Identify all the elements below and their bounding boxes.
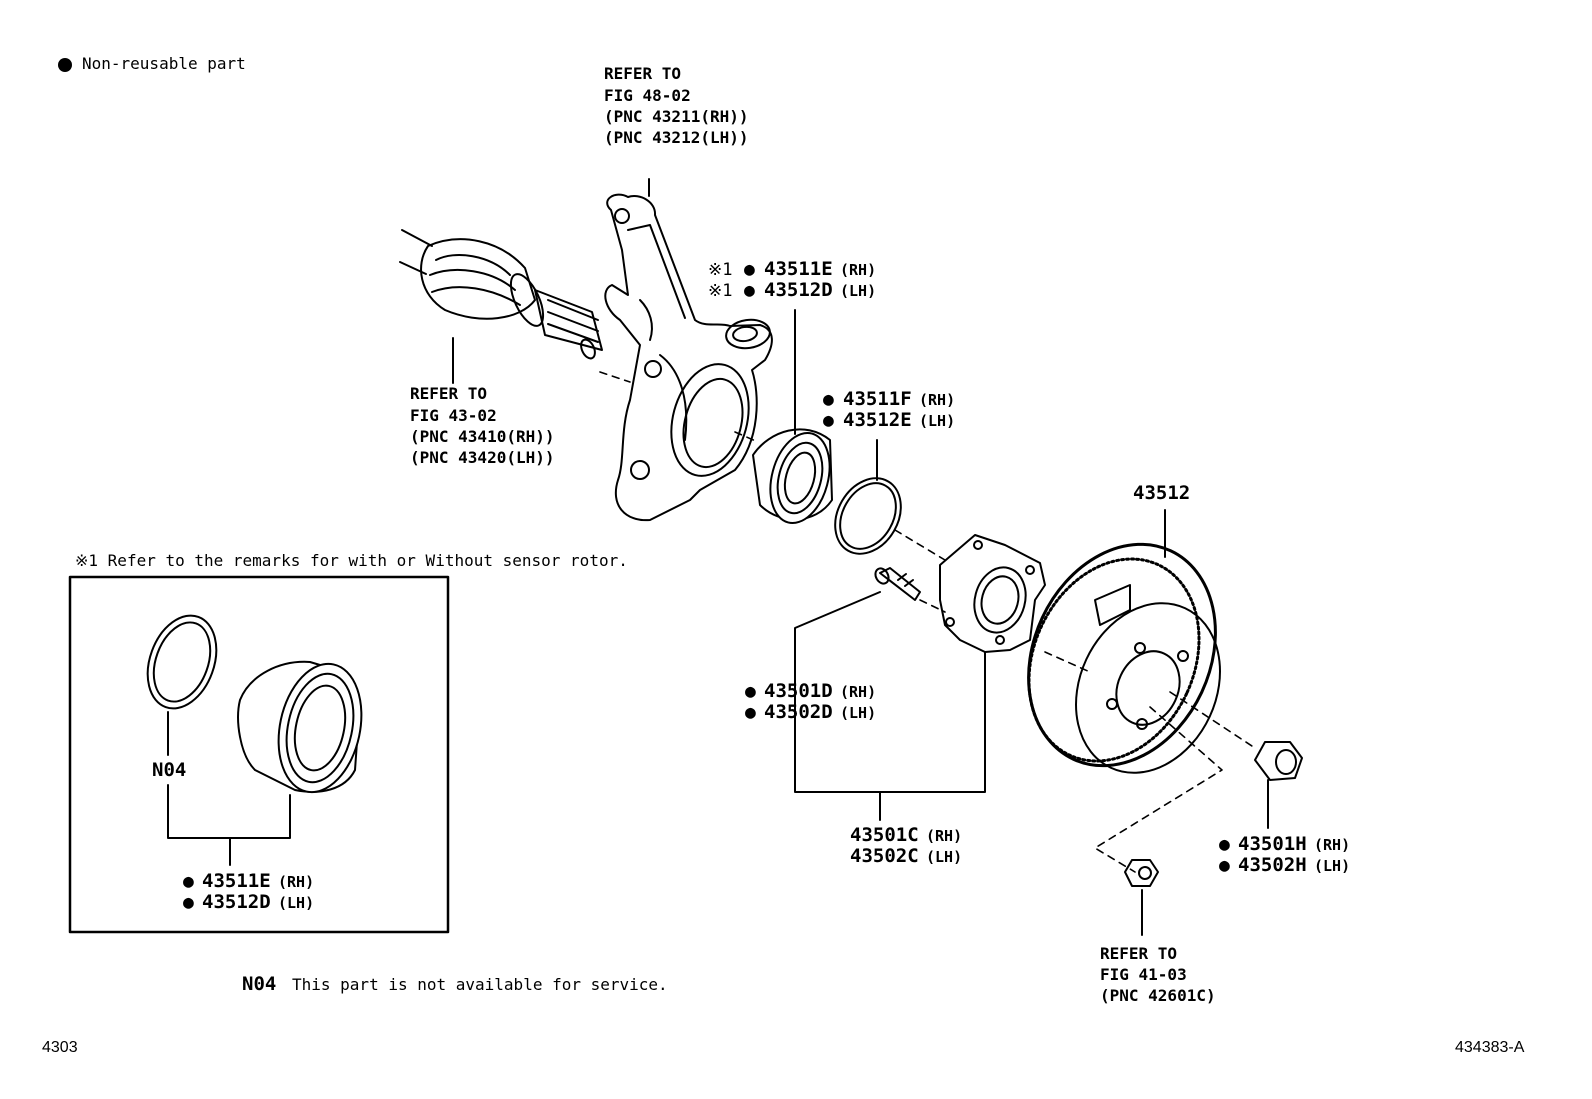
non-reusable-dot-icon: ●	[745, 681, 756, 702]
non-reusable-dot-icon: ●	[183, 871, 194, 892]
shaft-ref-line-3: (PNC 43410(RH))	[410, 427, 555, 446]
disc-part-number: 43512	[1133, 482, 1191, 504]
nut-ref-line-3: (PNC 42601C)	[1100, 986, 1216, 1005]
knuckle-ref-line-1: REFER TO	[604, 64, 682, 83]
brake-disc-illustration	[1027, 509, 1221, 774]
n04-note-text: This part is not available for service.	[292, 975, 668, 994]
part-number: 43511F	[843, 388, 912, 410]
figure-number: 4303	[42, 1039, 78, 1056]
knuckle-ref-line-2: FIG 48-02	[604, 86, 691, 105]
axle-hub-illustration	[939, 534, 1046, 653]
inset-box	[68, 575, 450, 934]
side-label: (LH)	[840, 704, 877, 722]
part-number: 43502H	[1238, 854, 1307, 876]
side-label: (LH)	[926, 848, 963, 866]
shaft-ref-line-2: FIG 43-02	[410, 406, 497, 425]
nut-ref-line-1: REFER TO	[1100, 944, 1178, 963]
hub-bolt-illustration	[874, 567, 921, 601]
part-number: 43501D	[764, 680, 833, 702]
side-label: (RH)	[278, 873, 315, 891]
non-reusable-dot-icon: ●	[183, 892, 194, 913]
n04-note-code: N04	[242, 973, 277, 995]
side-label: (RH)	[840, 683, 877, 701]
part-number: 43502D	[764, 701, 833, 723]
hub-nut-illustration	[1254, 741, 1303, 829]
knuckle-ref-line-4: (PNC 43212(LH))	[604, 128, 749, 147]
side-label: (LH)	[1314, 857, 1351, 875]
side-label: (LH)	[919, 412, 956, 430]
steering-knuckle-illustration	[604, 178, 773, 522]
side-label: (LH)	[840, 282, 877, 300]
non-reusable-dot-icon: ●	[823, 389, 834, 410]
shaft-ref-line-4: (PNC 43420(LH))	[410, 448, 555, 467]
snap-ring-illustration	[834, 439, 902, 555]
non-reusable-dot-icon: ●	[744, 280, 755, 301]
non-reusable-dot-icon: ●	[745, 702, 756, 723]
part-number: 43512E	[843, 409, 912, 431]
non-reusable-dot-icon: ●	[1219, 834, 1230, 855]
side-label: (RH)	[840, 261, 877, 279]
part-number: 43501H	[1238, 833, 1307, 855]
side-label: (LH)	[278, 894, 315, 912]
remark-mark: ※1	[708, 260, 733, 280]
non-reusable-dot-icon: ●	[1219, 855, 1230, 876]
side-label: (RH)	[919, 391, 956, 409]
remark-text: ※1 Refer to the remarks for with or With…	[75, 551, 628, 570]
assembly-axis-lines	[599, 371, 1256, 873]
part-number: 43512D	[764, 279, 833, 301]
knuckle-ref-line-3: (PNC 43211(RH))	[604, 107, 749, 126]
non-reusable-dot-icon: ●	[823, 410, 834, 431]
illustration-id: 434383-A	[1455, 1039, 1525, 1056]
part-number: 43511E	[764, 258, 833, 280]
legend-text: Non-reusable part	[82, 54, 246, 73]
side-label: (RH)	[926, 827, 963, 845]
drive-shaft-illustration	[399, 229, 603, 384]
shaft-ref-line-1: REFER TO	[410, 384, 488, 403]
part-number: 43502C	[850, 845, 919, 867]
wheel-bearing-illustration	[752, 309, 833, 525]
non-reusable-dot-icon: ●	[744, 259, 755, 280]
leader-lines	[794, 591, 986, 821]
part-number: 43512D	[202, 891, 271, 913]
wheel-nut-illustration	[1124, 859, 1159, 936]
legend-dot-icon	[58, 58, 72, 72]
part-number: 43511E	[202, 870, 271, 892]
inset-n04-code: N04	[152, 759, 187, 781]
remark-mark: ※1	[708, 281, 733, 301]
side-label: (RH)	[1314, 836, 1351, 854]
part-number: 43501C	[850, 824, 919, 846]
nut-ref-line-2: FIG 41-03	[1100, 965, 1187, 984]
